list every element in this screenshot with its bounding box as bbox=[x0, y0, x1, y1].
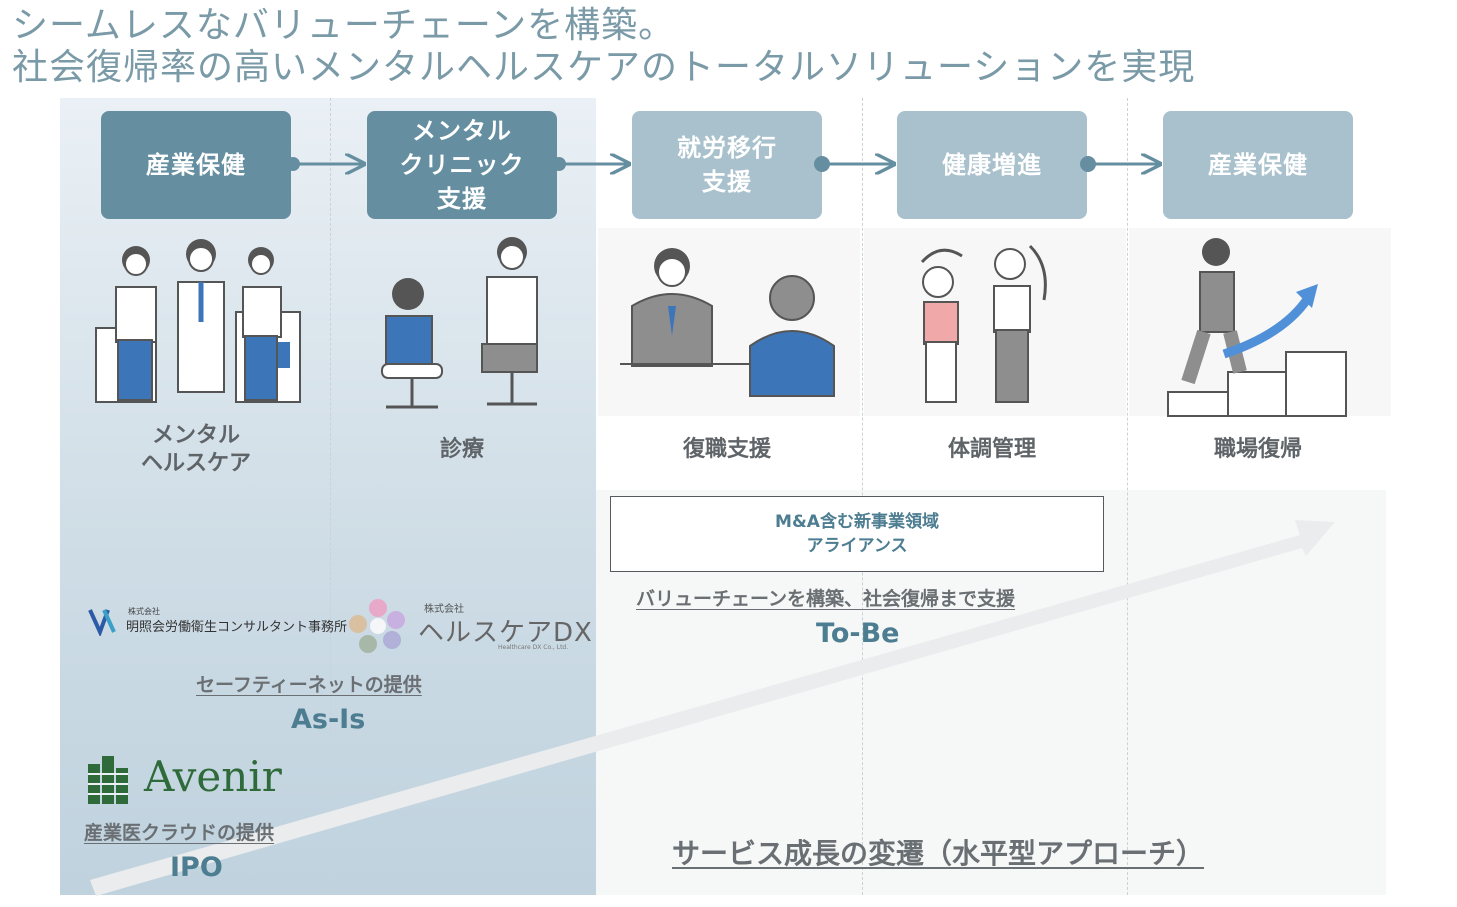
to-be-caption: バリューチェーンを構築、社会復帰まで支援 bbox=[636, 588, 1016, 610]
as-is-caption: セーフティーネットの提供 bbox=[196, 674, 422, 696]
service-label-workplace-return: 職場復帰 bbox=[1213, 437, 1302, 462]
meishokai-logo-small: 株式会社 bbox=[128, 607, 160, 616]
service-label-return-to-work-support: 復職支援 bbox=[682, 437, 771, 462]
flow-box-occupational-health-2: 産業保健 bbox=[1163, 111, 1353, 219]
healthcare-dx-logo-mark-icon bbox=[349, 599, 405, 653]
healthcare-dx-logo: 株式会社 ヘルスケアDX Healthcare DX Co., Ltd. bbox=[348, 596, 592, 656]
healthcare-dx-logo-sub: Healthcare DX Co., Ltd. bbox=[498, 644, 569, 651]
column-divider bbox=[330, 98, 331, 895]
headline-line-1: シームレスなバリューチェーンを構築。 bbox=[12, 5, 676, 46]
flow-box-employment-transition: 就労移行 支援 bbox=[632, 111, 822, 219]
growth-caption: サービス成長の変遷（水平型アプローチ） bbox=[672, 837, 1205, 870]
column-divider bbox=[1127, 98, 1128, 895]
meishokai-logo: 株式会社 明照会労働衛生コンサルタント事務所 bbox=[88, 604, 347, 640]
meishokai-logo-text: 明照会労働衛生コンサルタント事務所 bbox=[126, 620, 348, 635]
medical-staff-illustration bbox=[95, 239, 301, 403]
doctor-consultation-illustration bbox=[381, 237, 538, 409]
work-support-meeting-illustration bbox=[620, 248, 835, 397]
healthcare-dx-logo-text: ヘルスケアDX bbox=[418, 618, 593, 648]
healthcare-dx-logo-small: 株式会社 bbox=[424, 604, 464, 615]
as-is-stage-label: As-Is bbox=[291, 704, 366, 735]
service-label-mental-healthcare: メンタル ヘルスケア bbox=[140, 423, 251, 476]
stretching-exercise-illustration bbox=[920, 244, 1047, 403]
avenir-logo-text: Avenir bbox=[144, 752, 282, 801]
service-label-health-management: 体調管理 bbox=[947, 437, 1036, 462]
to-be-stage-label: To-Be bbox=[816, 618, 900, 649]
headline-line-2: 社会復帰率の高いメンタルヘルスケアのトータルソリューションを実現 bbox=[12, 47, 1196, 88]
flow-box-occupational-health: 産業保健 bbox=[101, 111, 291, 219]
avenir-logo: Avenir bbox=[82, 752, 322, 808]
meishokai-logo-mark-icon bbox=[88, 609, 116, 636]
service-label-consultation: 診療 bbox=[439, 437, 484, 462]
avenir-logo-mark-icon bbox=[88, 756, 128, 804]
flow-box-health-promotion: 健康増進 bbox=[897, 111, 1087, 219]
ipo-stage-label: IPO bbox=[170, 852, 223, 883]
ipo-caption: 産業医クラウドの提供 bbox=[84, 822, 275, 844]
flow-box-mental-clinic-support: メンタル クリニック 支援 bbox=[367, 111, 557, 219]
flow-arrows bbox=[286, 0, 1457, 230]
climbing-stairs-illustration bbox=[1167, 238, 1347, 417]
alliance-box: M&A含む新事業領域 アライアンス bbox=[610, 496, 1104, 572]
